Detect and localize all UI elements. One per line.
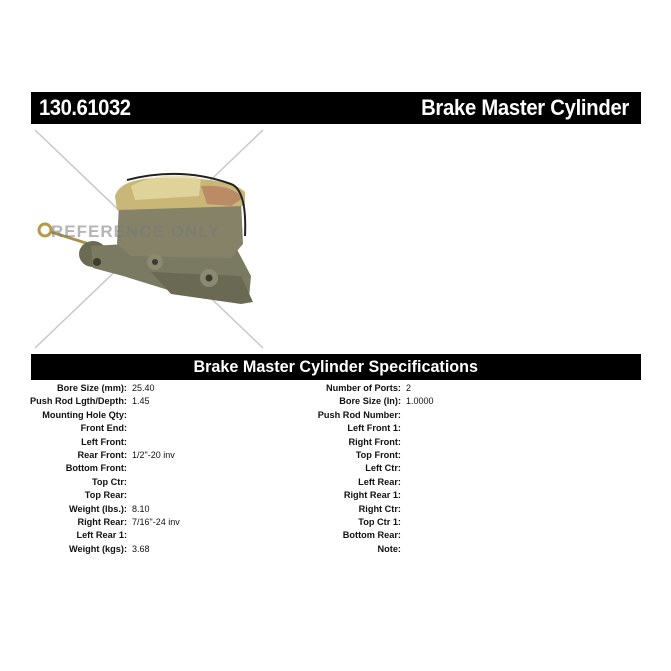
specs-right-column: Number of Ports:2 Bore Size (In):1.0000 … <box>300 382 434 556</box>
spec-label: Top Ctr 1: <box>358 516 401 527</box>
spec-label: Right Front: <box>348 436 401 447</box>
title-bar: 130.61032 Brake Master Cylinder <box>31 92 641 124</box>
spec-value: 1/2"-20 inv <box>132 449 175 460</box>
spec-row: Left Rear: <box>300 476 434 489</box>
spec-value: 3.68 <box>132 543 150 554</box>
spec-value: 7/16"-24 inv <box>132 516 180 527</box>
specifications-title: Brake Master Cylinder Specifications <box>193 357 479 376</box>
spec-value: 2 <box>406 383 412 393</box>
spec-label: Right Rear 1: <box>343 490 401 501</box>
spec-label: Bore Size (In): <box>339 396 401 407</box>
spec-label: Left Front 1: <box>347 423 401 434</box>
spec-label: Left Front: <box>81 436 127 447</box>
spec-row: Bore Size (mm): 25.40 <box>30 382 180 395</box>
spec-label: Weight (kgs): <box>68 543 127 554</box>
spec-row: Front End: <box>30 422 180 435</box>
spec-label: Top Rear: <box>84 490 127 501</box>
spec-row: Push Rod Number: <box>300 409 434 422</box>
spec-row: Rear Front: 1/2"-20 inv <box>30 449 180 462</box>
spec-value: 1.0000 <box>406 396 434 407</box>
spec-value: 25.40 <box>132 383 155 393</box>
spec-row: Right Ctr: <box>300 503 434 516</box>
spec-row: Weight (lbs.): 8.10 <box>30 503 180 516</box>
spec-row: Mounting Hole Qty: <box>30 409 180 422</box>
brake-master-cylinder-illustration <box>34 129 264 349</box>
spec-row: Top Rear: <box>30 489 180 502</box>
specs-left-column: Bore Size (mm): 25.40 Push Rod Lgth/Depth… <box>30 382 180 556</box>
spec-row: Top Front: <box>300 449 434 462</box>
part-number: 130.61032 <box>39 95 131 120</box>
spec-label: Right Ctr: <box>358 503 401 514</box>
spec-label: Left Rear: <box>358 476 401 487</box>
spec-row: Left Front: <box>30 436 180 449</box>
spec-row: Left Ctr: <box>300 462 434 475</box>
spec-row: Note: <box>300 543 434 556</box>
spec-row: Bottom Front: <box>30 462 180 475</box>
spec-label: Weight (lbs.): <box>68 503 127 514</box>
spec-label: Push Rod Number: <box>317 409 401 420</box>
spec-label: Note: <box>377 543 401 554</box>
spec-row: Right Front: <box>300 436 434 449</box>
watermark: REFERENCE ONLY <box>51 222 221 241</box>
spec-label: Bottom Rear: <box>342 530 401 541</box>
spec-row: Push Rod Lgth/Depth: 1.45 <box>30 395 180 408</box>
spec-label: Rear Front: <box>77 449 127 460</box>
spec-label: Left Rear 1: <box>76 530 127 541</box>
spec-value: 1.45 <box>132 396 150 407</box>
spec-label: Front End: <box>80 423 127 434</box>
spec-label: Right Rear: <box>77 516 127 527</box>
spec-value: 8.10 <box>132 503 150 514</box>
spec-label: Number of Ports: <box>325 383 401 393</box>
spec-row: Right Rear 1: <box>300 489 434 502</box>
spec-label: Bore Size (mm): <box>57 383 127 393</box>
spec-row: Weight (kgs): 3.68 <box>30 543 180 556</box>
spec-label: Top Front: <box>355 449 401 460</box>
spec-row: Bottom Rear: <box>300 529 434 542</box>
spec-row: Left Front 1: <box>300 422 434 435</box>
specifications-header: Brake Master Cylinder Specifications <box>31 354 641 380</box>
spec-label: Push Rod Lgth/Depth: <box>30 396 127 407</box>
spec-row: Top Ctr: <box>30 476 180 489</box>
spec-label: Bottom Front: <box>65 463 127 474</box>
spec-row: Top Ctr 1: <box>300 516 434 529</box>
spec-row: Number of Ports: 2 <box>300 382 434 395</box>
spec-row: Bore Size (In): 1.0000 <box>300 395 434 408</box>
product-image: REFERENCE ONLY <box>31 126 267 352</box>
spec-label: Left Ctr: <box>365 463 401 474</box>
spec-label: Top Ctr: <box>91 476 127 487</box>
spec-label: Mounting Hole Qty: <box>42 409 127 420</box>
spec-row: Left Rear 1: <box>30 529 180 542</box>
part-type-title: Brake Master Cylinder <box>421 95 629 120</box>
spec-row: Right Rear: 7/16"-24 inv <box>30 516 180 529</box>
